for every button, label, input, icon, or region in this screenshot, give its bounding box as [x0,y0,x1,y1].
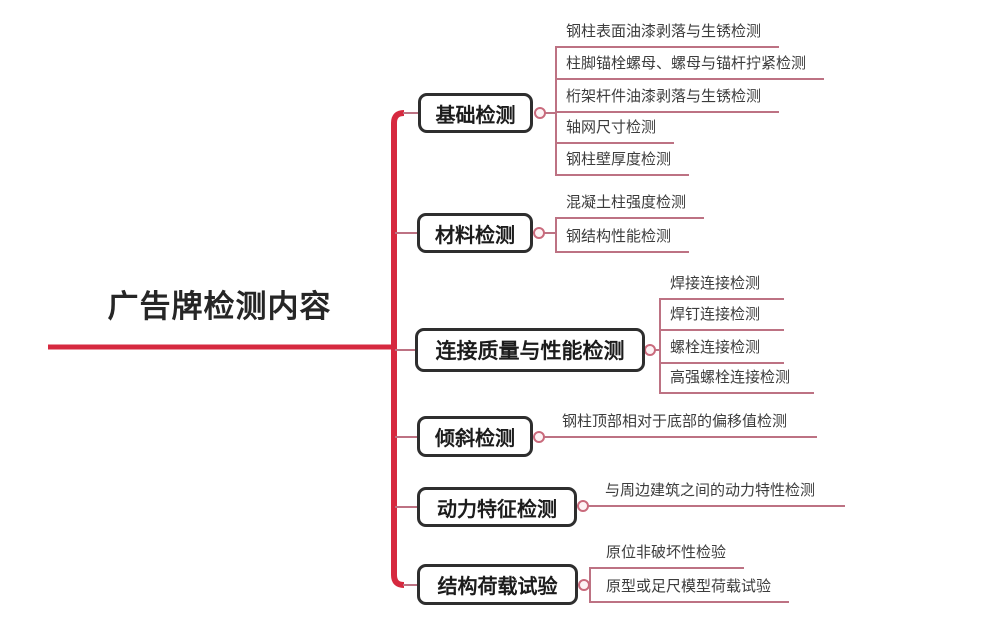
branch-node-dynamic-characteristics[interactable]: 动力特征检测 [417,487,577,527]
leaf-item[interactable]: 柱脚锚栓螺母、螺母与锚杆拧紧检测 [556,54,825,80]
branch-node-material-inspection[interactable]: 材料检测 [417,213,533,253]
leaf-item[interactable]: 钢柱壁厚度检测 [556,150,690,176]
leaf-item[interactable]: 混凝土柱强度检测 [556,193,705,219]
leaf-item[interactable]: 钢柱顶部相对于底部的偏移值检测 [546,412,818,438]
branch-node-tilt-inspection[interactable]: 倾斜检测 [417,416,533,457]
root-topic[interactable]: 广告牌检测内容 [107,289,332,324]
leaf-item[interactable]: 与周边建筑之间的动力特性检测 [589,481,846,507]
leaf-item[interactable]: 高强螺栓连接检测 [660,368,815,394]
leaf-item[interactable]: 焊接连接检测 [660,274,785,300]
branch-node-connection-quality[interactable]: 连接质量与性能检测 [415,328,645,372]
leaf-item[interactable]: 轴网尺寸检测 [556,118,675,144]
leaf-item[interactable]: 桁架杆件油漆剥落与生锈检测 [556,87,780,113]
junction-dot [644,344,656,356]
leaf-item[interactable]: 原型或足尺模型荷载试验 [590,577,790,603]
junction-dot [533,431,545,443]
leaf-item[interactable]: 焊钉连接检测 [660,305,785,331]
branch-node-foundation-inspection[interactable]: 基础检测 [418,93,533,133]
trunk-line [391,110,405,588]
leaf-item[interactable]: 螺栓连接检测 [660,338,785,364]
junction-dot [534,107,546,119]
leaf-item[interactable]: 钢柱表面油漆剥落与生锈检测 [556,22,780,48]
branch-node-structural-load-test[interactable]: 结构荷载试验 [417,564,578,605]
leaf-item[interactable]: 钢结构性能检测 [556,227,690,253]
junction-dot [533,227,545,239]
junction-dot [577,500,589,512]
junction-dot [578,579,590,591]
leaf-item[interactable]: 原位非破坏性检验 [590,543,745,569]
